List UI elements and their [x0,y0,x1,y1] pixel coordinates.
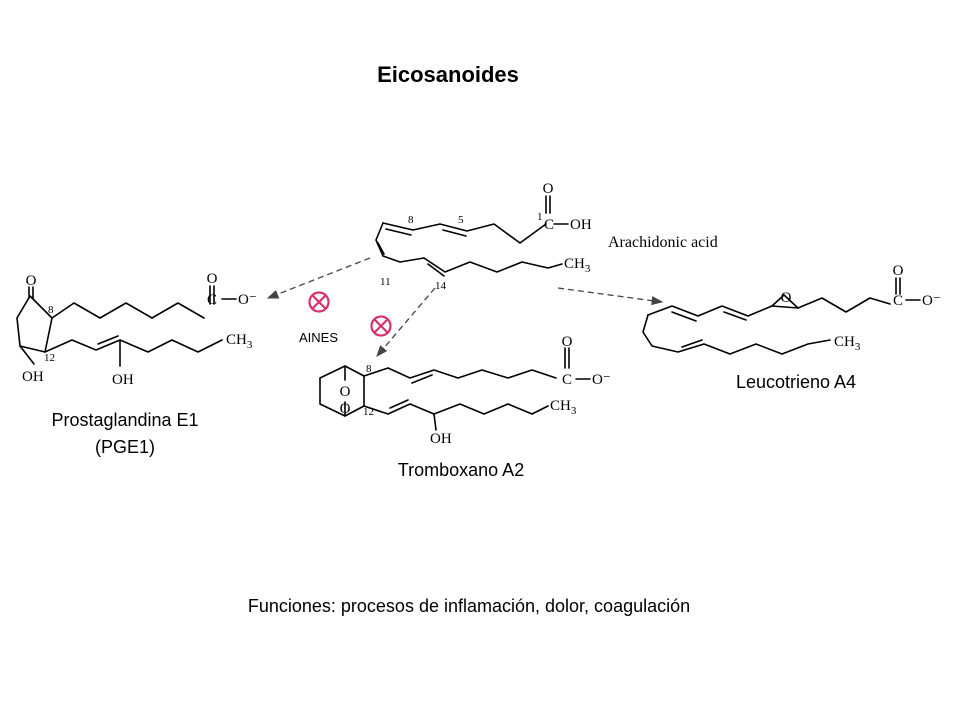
prostaglandin-label-line2: (PGE1) [95,437,155,457]
acid-carbon-5-label: 5 [458,214,464,226]
page-title: Eicosanoides [377,62,519,87]
inhibitor-label-aines: AINES [299,330,338,345]
arrow-to-thromboxane [376,287,436,357]
pge1-chain-oh: OH [112,372,134,388]
acid-ch3: CH3 [564,256,591,275]
lta4-carbon: C [893,293,903,309]
pge1-carboxylate-o: O⁻ [238,292,257,308]
acid-carbon-1-label: 1 [537,211,543,223]
pge1-carbon-12-label: 12 [44,352,55,364]
pge1-carbon: C [207,292,217,308]
acid-carbon-14-label: 14 [435,280,447,292]
txa2-oxetane-o: O [340,401,351,417]
prostaglandin-e1-structure: O O C O⁻ 8 12 OH OH CH3 [16,271,257,388]
lta4-ch3: CH3 [834,334,861,353]
acid-carbonyl-o: O [543,181,554,197]
txa2-carbon-8-label: 8 [366,363,372,375]
lta4-carboxylate-o: O⁻ [922,293,941,309]
pge1-carbonyl-o: O [207,271,218,287]
arrow-to-prostaglandin [266,257,371,299]
thromboxane-a2-structure: O O 8 12 O C O⁻ CH3 OH [319,334,611,447]
arachidonic-acid-structure: O C OH 1 5 8 11 14 CH3 Arachidonic acid [375,181,718,292]
txa2-oh: OH [430,431,452,447]
inhibitor-icon-2 [370,315,392,337]
leukotriene-label: Leucotrieno A4 [736,372,856,392]
leukotriene-a4-structure: O O C O⁻ CH3 [642,263,941,355]
txa2-carbon-12-label: 12 [363,406,374,418]
acid-carbon: C [544,217,554,233]
pge1-ring-oh: OH [22,369,44,385]
txa2-carbonyl-o: O [562,334,573,350]
functions-caption: Funciones: procesos de inflamación, dolo… [248,596,690,616]
txa2-oxane-o: O [340,384,351,400]
acid-carbon-8-label: 8 [408,214,414,226]
arachidonic-acid-name: Arachidonic acid [608,234,718,251]
acid-carbon-11-label: 11 [380,276,391,288]
prostaglandin-label-line1: Prostaglandina E1 [51,410,198,430]
lta4-epoxide-o: O [781,290,792,306]
thromboxane-label: Tromboxano A2 [398,460,524,480]
txa2-carbon: C [562,372,572,388]
pge1-ch3: CH3 [226,332,253,351]
lta4-carbonyl-o: O [893,263,904,279]
pge1-ring-ketone-o: O [26,273,37,289]
pge1-carbon-8-label: 8 [48,304,54,316]
txa2-carboxylate-o: O⁻ [592,372,611,388]
acid-oh: OH [570,217,592,233]
txa2-ch3: CH3 [550,398,577,417]
arrow-to-leukotriene [557,287,664,306]
inhibitor-icon-1 [308,291,330,313]
